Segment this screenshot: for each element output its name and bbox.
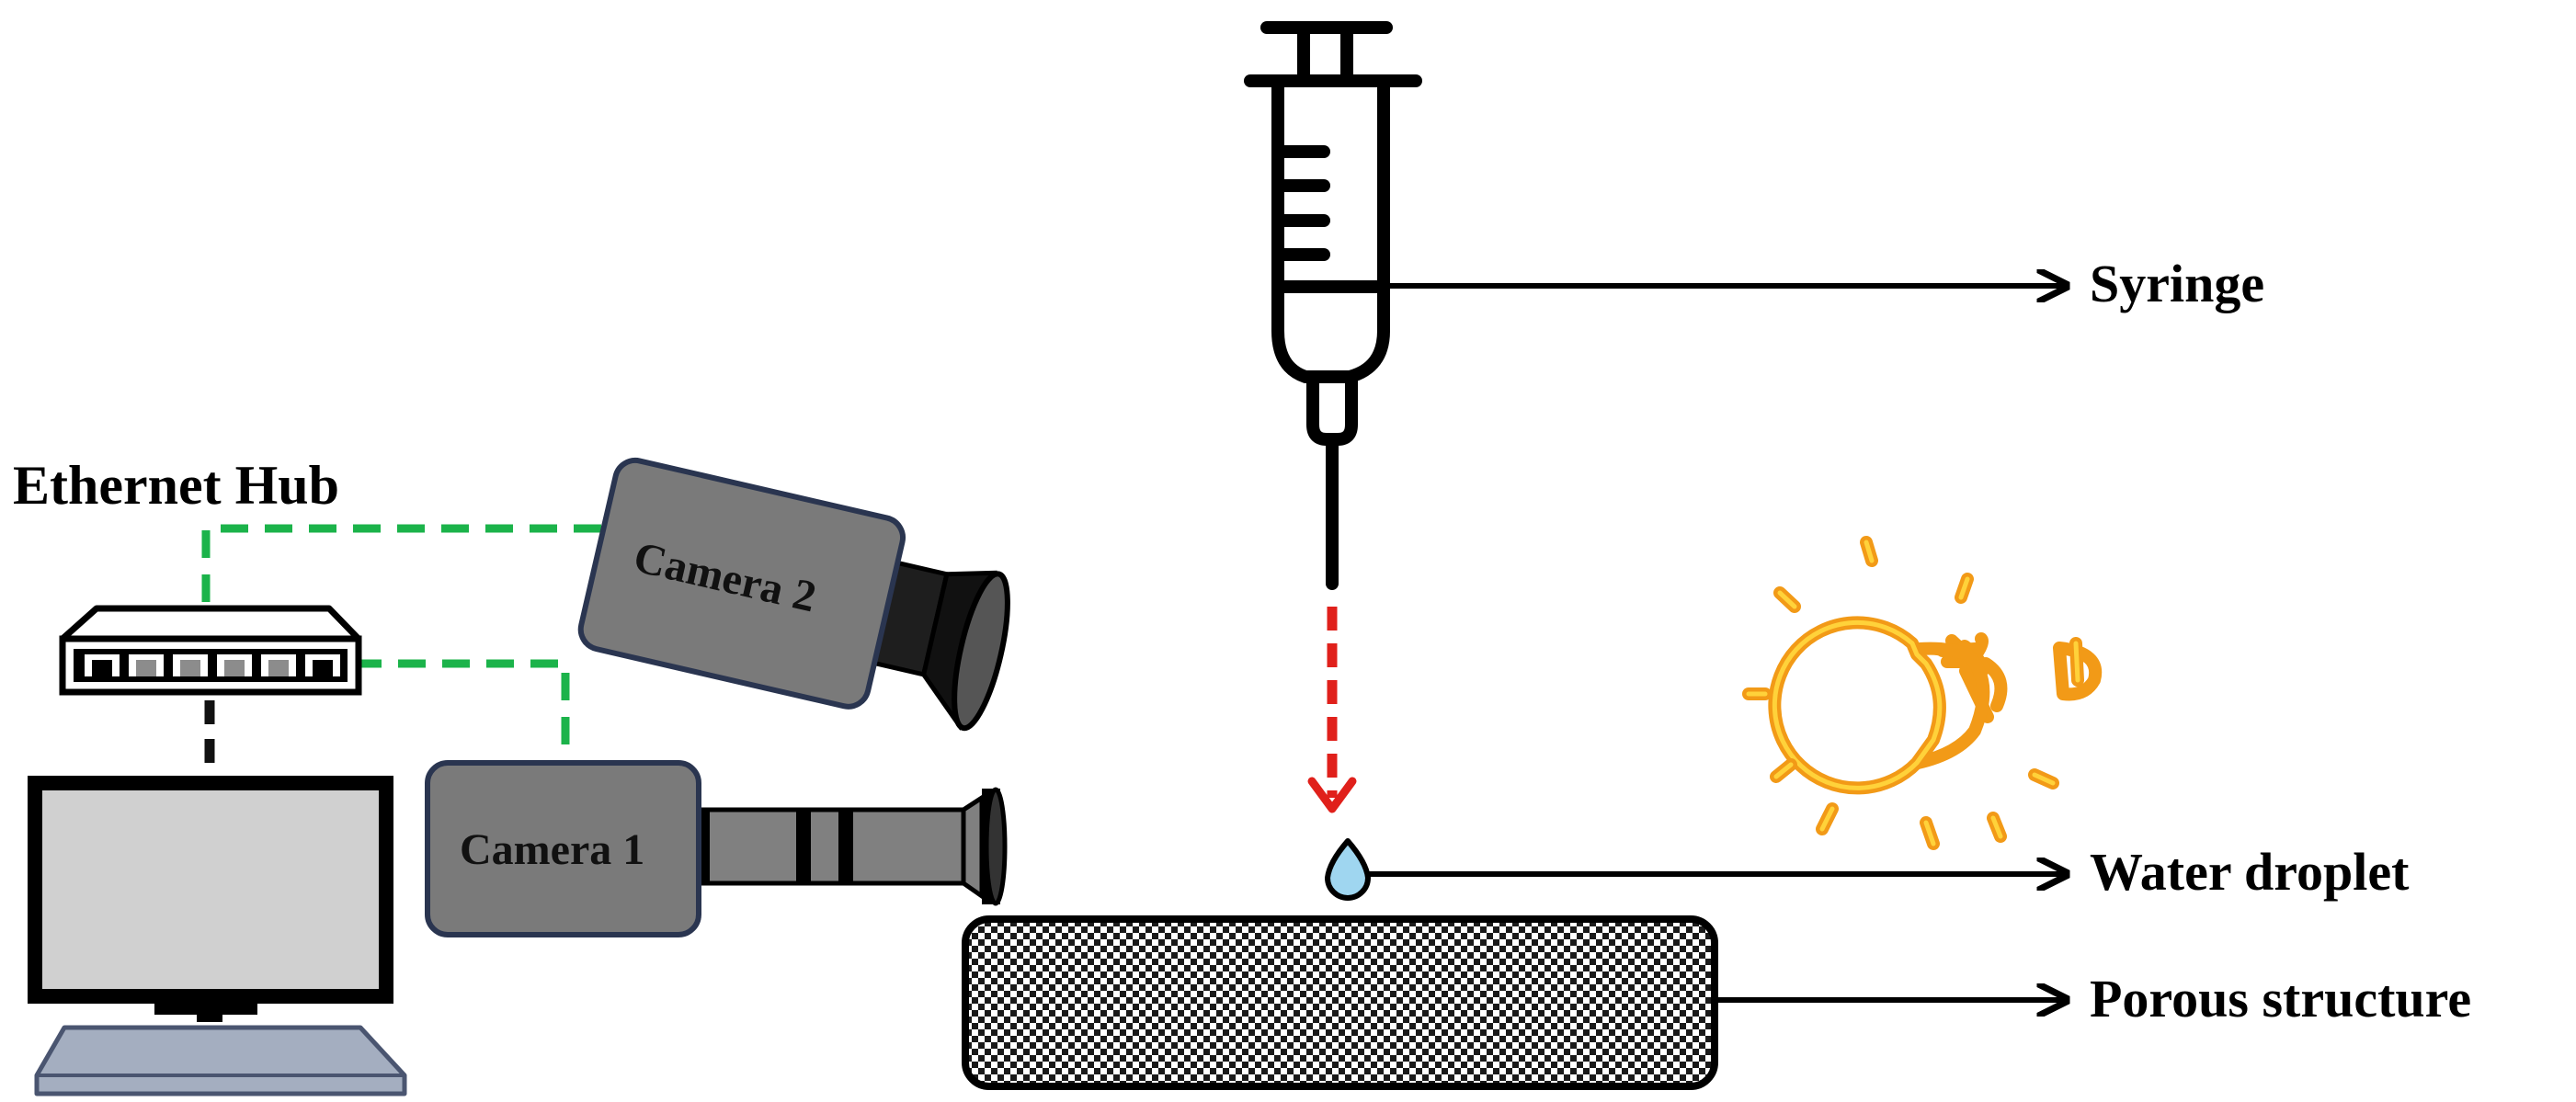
camera-2-body xyxy=(577,457,906,710)
ethernet-hub-icon xyxy=(59,605,362,696)
computer-icon xyxy=(28,776,407,1096)
camera-1: Camera 1 xyxy=(425,760,1008,937)
camera-1-label: Camera 1 xyxy=(460,825,644,874)
water-droplet-label: Water droplet xyxy=(2090,842,2410,902)
camera-1-body xyxy=(425,760,701,937)
light-rays xyxy=(1742,536,2103,850)
light-bulb-icon xyxy=(1768,616,2008,795)
camera-1-lens xyxy=(694,807,966,886)
camera-2: Camera 2 xyxy=(577,457,1010,732)
porous-structure-label: Porous structure xyxy=(2090,969,2471,1028)
water-droplet-icon xyxy=(1325,838,1371,901)
syringe-label: Syringe xyxy=(2090,254,2264,313)
drop-path-arrow xyxy=(1307,607,1357,813)
keyboard-icon xyxy=(34,1025,407,1096)
ethernet-links xyxy=(201,524,614,763)
ethernet-hub-label: Ethernet Hub xyxy=(13,455,339,516)
light-rays-inner xyxy=(1746,540,2080,846)
syringe-icon xyxy=(1244,21,1422,590)
porous-structure-block xyxy=(962,915,1718,1090)
